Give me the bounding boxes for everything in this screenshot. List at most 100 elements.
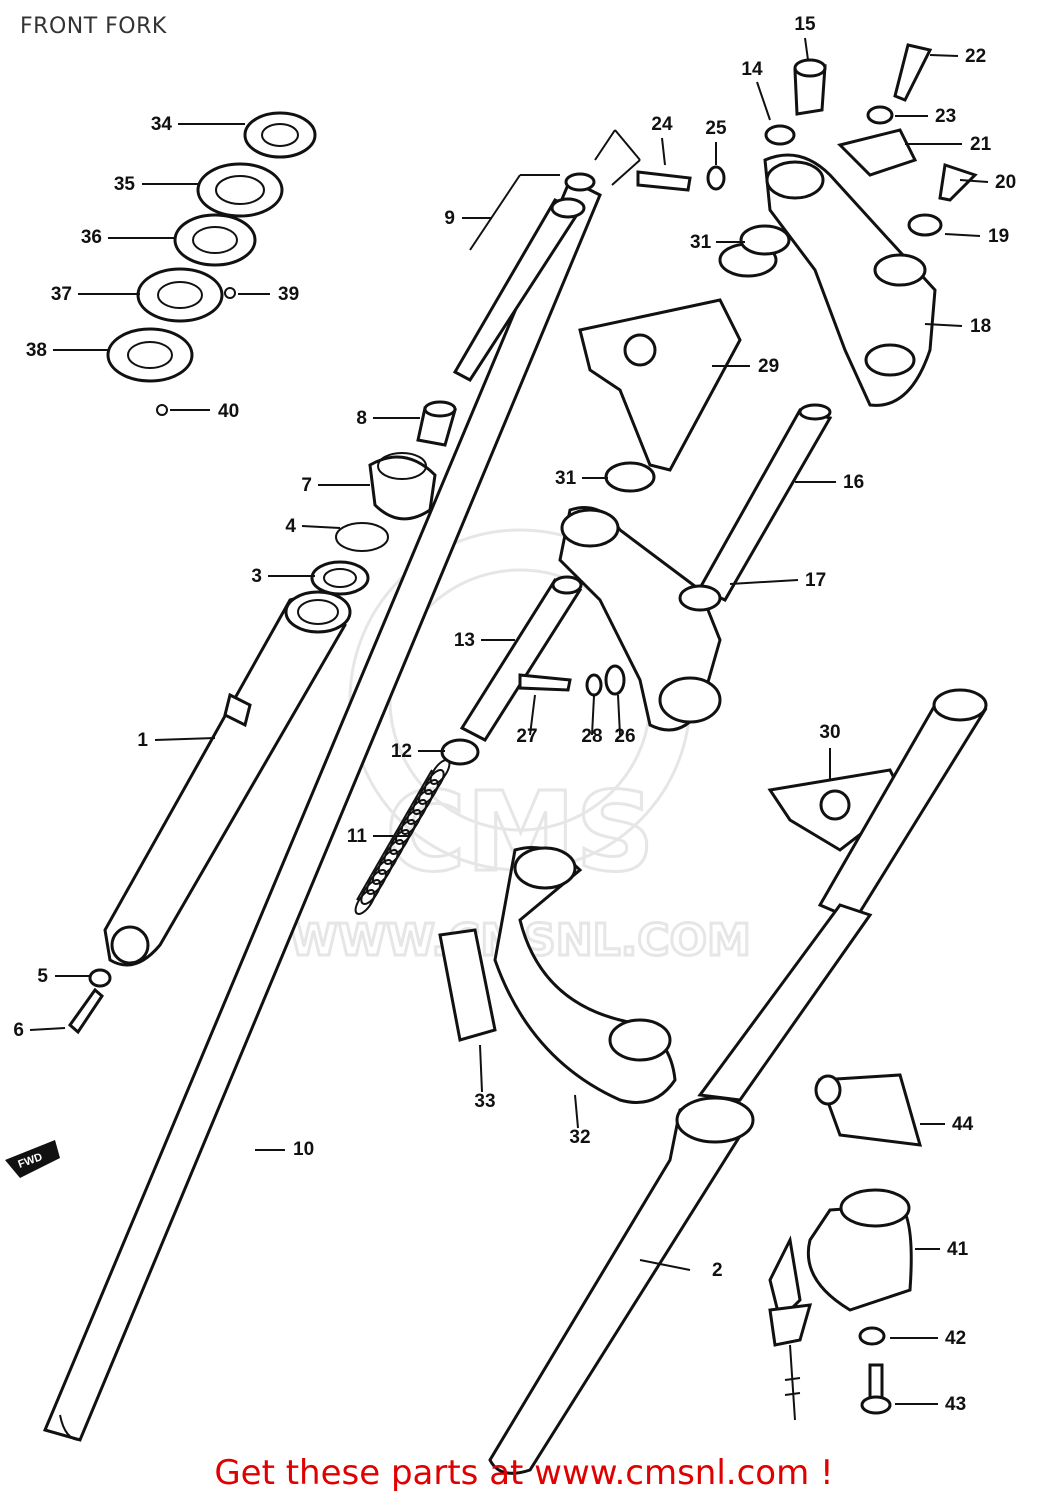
callout-label-10[interactable]: 10 [293,1139,314,1160]
part-4-circlip[interactable] [335,522,389,552]
callout-label-2[interactable]: 2 [712,1260,723,1281]
callout-label-4[interactable]: 4 [285,516,296,537]
part-15-stem-bolt[interactable] [793,58,827,116]
part-18-upper-bracket[interactable] [763,153,937,407]
part-23-washer[interactable] [866,105,894,125]
part-27-bolt[interactable] [518,673,572,692]
part-26-nut[interactable] [604,664,626,696]
callout-label-18[interactable]: 18 [970,316,991,337]
callout-label-35[interactable]: 35 [114,174,136,195]
part-2-fork-assembly-right[interactable] [488,688,988,1475]
callout-label-19[interactable]: 19 [988,226,1009,247]
part-32-fork-bridge[interactable] [493,846,677,1104]
part-11-fork-spring[interactable] [352,757,453,917]
callout-label-15[interactable]: 15 [794,14,816,35]
callout-label-36[interactable]: 36 [81,227,102,248]
part-39-ball[interactable] [224,287,236,299]
part-10-fork-tube-left[interactable] [42,129,641,1442]
callout-label-3[interactable]: 3 [251,566,262,587]
part-28-washer[interactable] [585,673,603,697]
callout-label-44[interactable]: 44 [952,1114,974,1135]
callout-label-29[interactable]: 29 [758,356,779,377]
part-16-steering-stem[interactable] [697,403,833,602]
callout-label-25[interactable]: 25 [705,118,727,139]
leader-line-2 [639,1259,691,1271]
callout-label-20[interactable]: 20 [995,172,1016,193]
callout-label-27[interactable]: 27 [516,726,537,747]
leader-line-1 [154,737,216,741]
callout-label-12[interactable]: 12 [391,741,412,762]
callout-label-9[interactable]: 9 [444,208,455,229]
forward-direction-arrow: FWD [5,1140,60,1178]
leader-line-28 [591,695,595,736]
callout-label-11[interactable]: 11 [347,826,368,847]
part-8-spacer[interactable] [416,400,457,447]
callout-label-7[interactable]: 7 [301,475,312,496]
part-19-washer[interactable] [907,213,943,237]
leader-line-14 [756,81,771,121]
part-14-washer[interactable] [764,124,796,146]
part-13-spacer-tube[interactable] [459,575,583,742]
callout-label-8[interactable]: 8 [356,408,367,429]
part-24-bolt[interactable] [636,170,692,192]
callout-label-34[interactable]: 34 [151,114,173,135]
leader-line-20 [959,179,989,183]
part-34-steering-nut[interactable] [243,111,317,159]
callout-label-39[interactable]: 39 [278,284,299,305]
part-25-nut[interactable] [706,165,726,191]
part-17-lower-bracket[interactable] [558,506,722,732]
leader-line-17 [729,579,799,585]
callout-label-30[interactable]: 30 [819,722,840,743]
part-22-bolt[interactable] [893,43,933,102]
callout-label-31[interactable]: 31 [555,468,577,489]
part-37-bearing[interactable] [136,267,224,323]
callout-label-22[interactable]: 22 [965,46,986,67]
part-9-damper-rod[interactable] [452,129,616,382]
callout-label-23[interactable]: 23 [935,106,956,127]
part-31-washer-lower[interactable] [604,461,656,493]
callout-label-16[interactable]: 16 [843,472,864,493]
leader-line-33 [479,1044,483,1093]
callout-label-33[interactable]: 33 [474,1091,495,1112]
callout-label-40[interactable]: 40 [218,401,239,422]
part-31-washer-upper[interactable] [739,224,791,256]
part-40-ball[interactable] [156,404,168,416]
leader-line-15 [804,37,809,61]
part-36-bearing-cone[interactable] [173,213,257,267]
part-3-oil-seal[interactable] [310,560,370,596]
footer-link[interactable]: Get these parts at www.cmsnl.com ! [214,1453,834,1493]
callout-label-21[interactable]: 21 [970,134,992,155]
callout-label-42[interactable]: 42 [945,1328,966,1349]
callout-label-31[interactable]: 31 [690,232,712,253]
part-43-screw[interactable] [860,1363,892,1415]
part-29-headlight-bracket[interactable] [578,242,778,472]
part-7-dust-seal[interactable] [368,452,437,521]
callout-label-38[interactable]: 38 [26,340,47,361]
callout-label-17[interactable]: 17 [805,570,826,591]
callout-label-32[interactable]: 32 [569,1127,590,1148]
callout-label-37[interactable]: 37 [51,284,72,305]
callout-label-24[interactable]: 24 [651,114,673,135]
callout-label-41[interactable]: 41 [947,1239,969,1260]
part-21-clamp[interactable] [837,128,918,177]
part-41-ignition-switch[interactable] [768,1188,913,1421]
part-5-washer[interactable] [88,968,112,988]
part-6-bolt[interactable] [67,987,104,1035]
callout-label-5[interactable]: 5 [37,966,48,987]
part-1-outer-fork-leg[interactable] [103,590,352,967]
leader-line-27 [529,694,536,736]
callout-label-43[interactable]: 43 [945,1394,966,1415]
callout-label-26[interactable]: 26 [614,726,635,747]
part-44-lock[interactable] [814,1073,923,1147]
callout-label-28[interactable]: 28 [581,726,602,747]
callout-label-13[interactable]: 13 [454,630,475,651]
part-33-pad[interactable] [438,928,497,1042]
callout-label-1[interactable]: 1 [137,730,148,751]
part-35-bearing-race[interactable] [196,162,284,218]
callout-label-6[interactable]: 6 [13,1020,24,1041]
callout-label-14[interactable]: 14 [741,59,763,80]
part-42-nut[interactable] [858,1326,886,1346]
part-20-bolt[interactable] [938,163,978,202]
part-38-dust-seal[interactable] [106,327,194,383]
